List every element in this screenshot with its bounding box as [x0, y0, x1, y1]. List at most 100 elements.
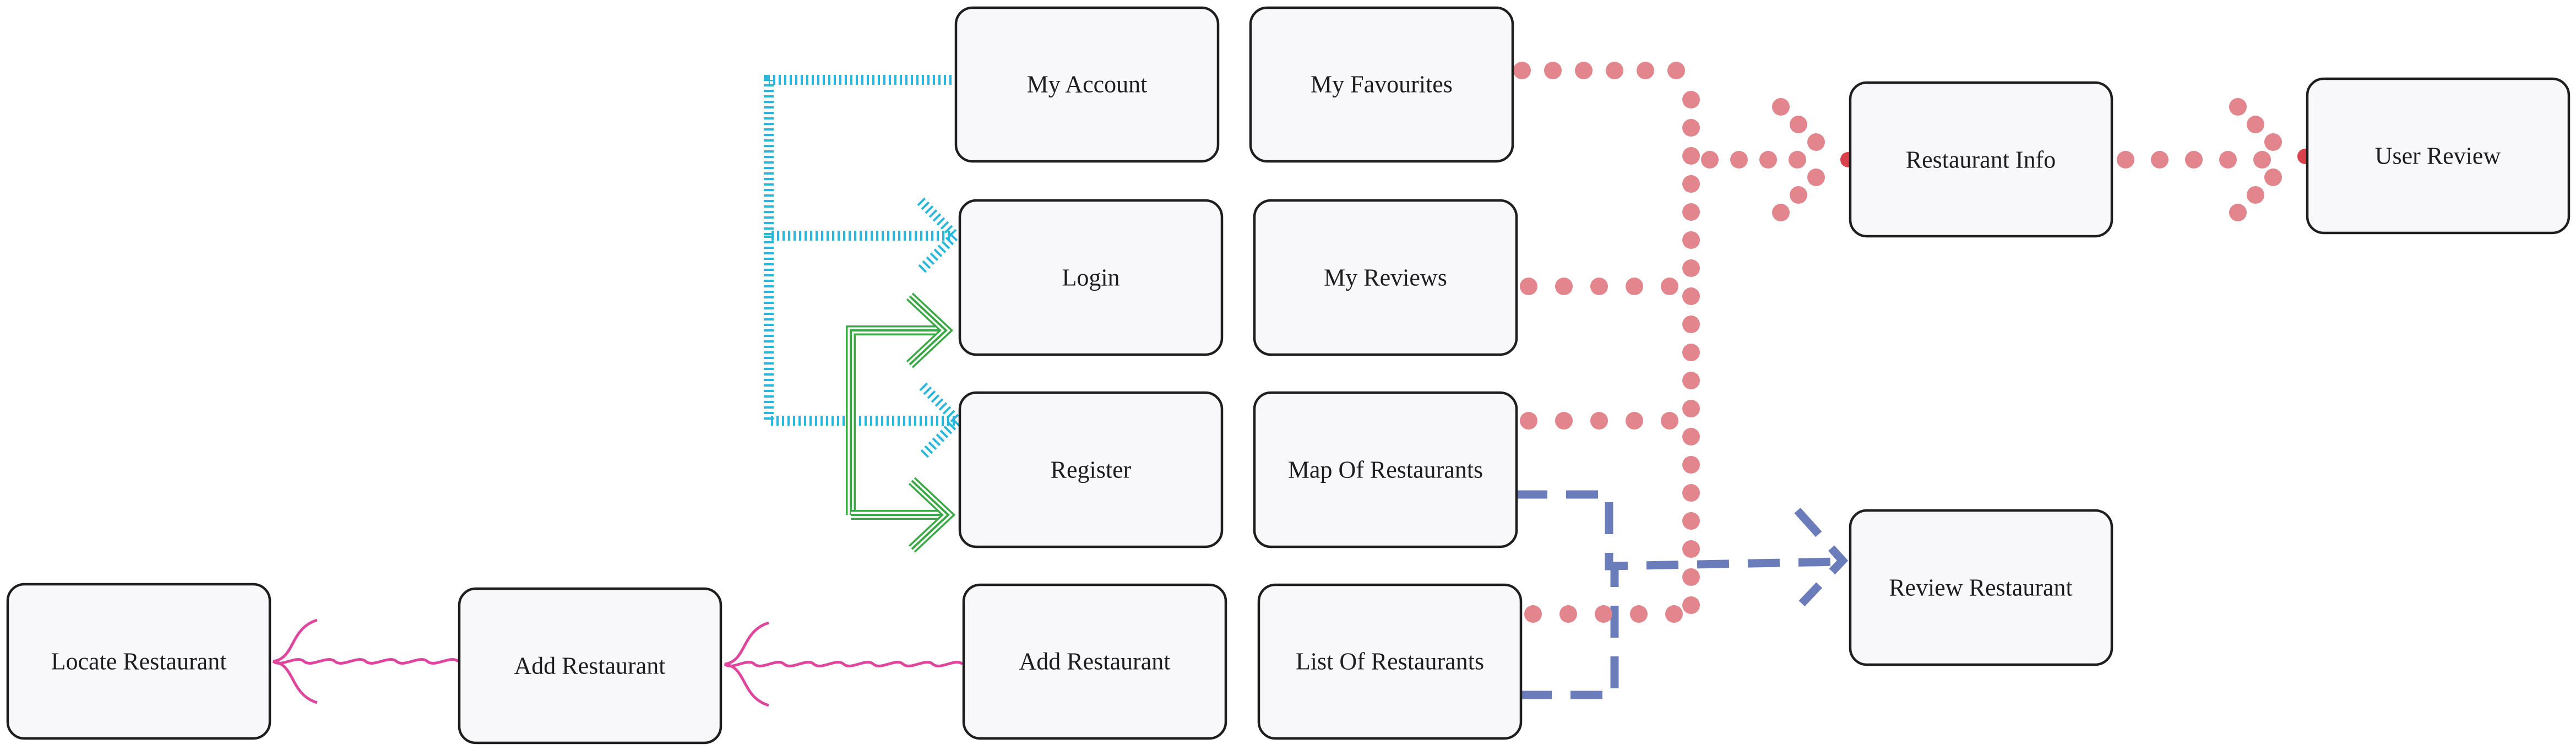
- edge-reviews-to-info-dot: [1555, 278, 1573, 295]
- edge-group-red-dotted: [1513, 62, 2313, 623]
- edge-map-to-info-dot: [1590, 412, 1608, 430]
- edge-trunk-dot: [1682, 203, 1700, 221]
- node-restaurant-info-box: [1849, 81, 2113, 238]
- edge-info-to-userreview-dot: [2253, 151, 2271, 169]
- edge-userreview-arrowhead-dot: [2229, 98, 2247, 116]
- edge-trunk-dot: [1682, 175, 1700, 193]
- edge-info-arrowhead-dot: [1790, 186, 1807, 204]
- node-my-account-box: [954, 6, 1220, 163]
- edge-myaccount-to-register-line: [764, 236, 955, 426]
- edge-favourites-to-info-dot: [1606, 62, 1623, 79]
- edge-info-arrowhead-dot: [1790, 116, 1807, 133]
- node-add-restaurant-box: [962, 583, 1227, 740]
- node-review-restaurant-box: [1849, 509, 2113, 666]
- node-locate-restaurant[interactable]: Locate Restaurant: [6, 583, 271, 740]
- edge-userreview-arrowhead-dot: [2264, 133, 2282, 151]
- edge-info-to-userreview-dot: [2117, 151, 2134, 169]
- edge-add-to-addmid: [724, 621, 964, 707]
- node-register-box: [958, 391, 1224, 548]
- edge-userreview-arrowhead-dot: [2247, 186, 2264, 204]
- node-add-restaurant-mid[interactable]: Add Restaurant: [458, 587, 722, 744]
- node-login[interactable]: Login: [958, 199, 1224, 356]
- edge-trunk-dot: [1682, 484, 1700, 502]
- edge-trunk-dot: [1682, 119, 1700, 137]
- edge-trunk-dot: [1682, 91, 1700, 108]
- edge-trunk-dot: [1682, 456, 1700, 474]
- edge-list-to-info-dot: [1630, 605, 1648, 623]
- edge-myaccount-to-login: [764, 75, 962, 274]
- edge-trunk-dot: [1682, 372, 1700, 389]
- node-login-box: [958, 199, 1224, 356]
- node-map-of-restaurants-box: [1253, 391, 1518, 548]
- edge-reviews-to-info-dot: [1701, 151, 1719, 169]
- node-my-reviews-label: My Reviews: [1324, 264, 1447, 291]
- edge-map-to-info-dot: [1626, 412, 1643, 430]
- node-map-of-restaurants[interactable]: Map Of Restaurants: [1253, 391, 1518, 548]
- edge-favourites-to-info-dot: [1544, 62, 1562, 79]
- edge-group-blue-hatched: [764, 75, 964, 459]
- edge-trunk-dot: [1682, 287, 1700, 305]
- edge-trunk-dot: [1682, 231, 1700, 249]
- edge-addmid-to-locate-line: [272, 658, 459, 665]
- node-add-restaurant-label: Add Restaurant: [1019, 648, 1171, 675]
- nodes: My Account My Favourites Restaurant Info…: [6, 6, 2570, 744]
- edge-map-to-info-dot: [1520, 412, 1537, 430]
- edge-myaccount-to-register-arrowhead: [919, 382, 964, 459]
- edge-trunk-dot: [1682, 259, 1700, 277]
- edge-trunk-dot: [1682, 316, 1700, 333]
- node-my-favourites-box: [1249, 6, 1514, 163]
- node-restaurant-info[interactable]: Restaurant Info: [1849, 81, 2113, 238]
- node-my-reviews-box: [1253, 199, 1518, 356]
- node-user-review-box: [2306, 77, 2570, 235]
- edge-map-to-info-dot: [1661, 412, 1678, 430]
- edge-info-arrowhead-dot: [1807, 169, 1825, 186]
- edge-list-to-info-dot: [1524, 605, 1542, 623]
- edge-map-to-review-line: [1515, 490, 1840, 570]
- edge-trunk-dot: [1682, 568, 1700, 586]
- node-locate-restaurant-box: [6, 583, 271, 740]
- node-add-restaurant[interactable]: Add Restaurant: [962, 583, 1227, 740]
- edge-favourites-to-info-dot: [1667, 62, 1685, 79]
- edge-reviews-to-info-dot: [1590, 278, 1608, 295]
- edge-trunk-dot: [1682, 400, 1700, 417]
- edge-group-green-triple: [846, 292, 956, 553]
- edge-myaccount-to-login-line: [764, 75, 957, 241]
- node-my-favourites-label: My Favourites: [1311, 71, 1453, 98]
- node-my-account-label: My Account: [1027, 71, 1148, 98]
- edge-group-blue-dashed: [1515, 490, 1849, 699]
- edge-reviews-to-info-dot: [1626, 278, 1643, 295]
- node-login-label: Login: [1062, 264, 1119, 291]
- node-add-restaurant-mid-label: Add Restaurant: [514, 653, 666, 680]
- edge-trunk-dot: [1682, 428, 1700, 445]
- node-map-of-restaurants-label: Map Of Restaurants: [1288, 456, 1483, 483]
- edge-trunk-dot: [1682, 344, 1700, 361]
- node-user-review[interactable]: User Review: [2306, 77, 2570, 235]
- edge-info-to-userreview-dot: [2185, 151, 2203, 169]
- edge-favourites-to-info-dot: [1513, 62, 1531, 79]
- node-restaurant-info-label: Restaurant Info: [1906, 146, 2056, 173]
- edge-trunk-dot: [1682, 512, 1700, 530]
- node-register[interactable]: Register: [958, 391, 1224, 548]
- edge-trunk-dot: [1682, 596, 1700, 614]
- node-my-favourites[interactable]: My Favourites: [1249, 6, 1514, 163]
- edge-group-magenta-wavy: [272, 618, 964, 707]
- node-my-reviews[interactable]: My Reviews: [1253, 199, 1518, 356]
- node-user-review-label: User Review: [2375, 143, 2501, 170]
- node-review-restaurant[interactable]: Review Restaurant: [1849, 509, 2113, 666]
- edge-list-to-info-dot: [1595, 605, 1612, 623]
- edge-reviews-to-info-dot: [1789, 151, 1806, 169]
- edge-myaccount-to-register: [764, 236, 964, 459]
- edge-favourites-to-info-dot: [1575, 62, 1593, 79]
- node-list-of-restaurants[interactable]: List Of Restaurants: [1257, 583, 1523, 740]
- node-register-label: Register: [1051, 456, 1132, 483]
- node-my-account[interactable]: My Account: [954, 6, 1220, 163]
- edge-info-arrowhead-dot: [1807, 133, 1825, 151]
- edge-trunk-dot: [1682, 147, 1700, 165]
- edge-info-arrowhead-dot: [1772, 204, 1790, 221]
- edge-userreview-arrowhead-dot: [2264, 169, 2282, 186]
- node-add-restaurant-mid-box: [458, 587, 722, 744]
- edge-list-to-info-dot: [1665, 605, 1683, 623]
- edge-addmid-to-locate-arrowhead: [273, 618, 318, 704]
- edge-add-to-addmid-arrowhead: [724, 621, 769, 707]
